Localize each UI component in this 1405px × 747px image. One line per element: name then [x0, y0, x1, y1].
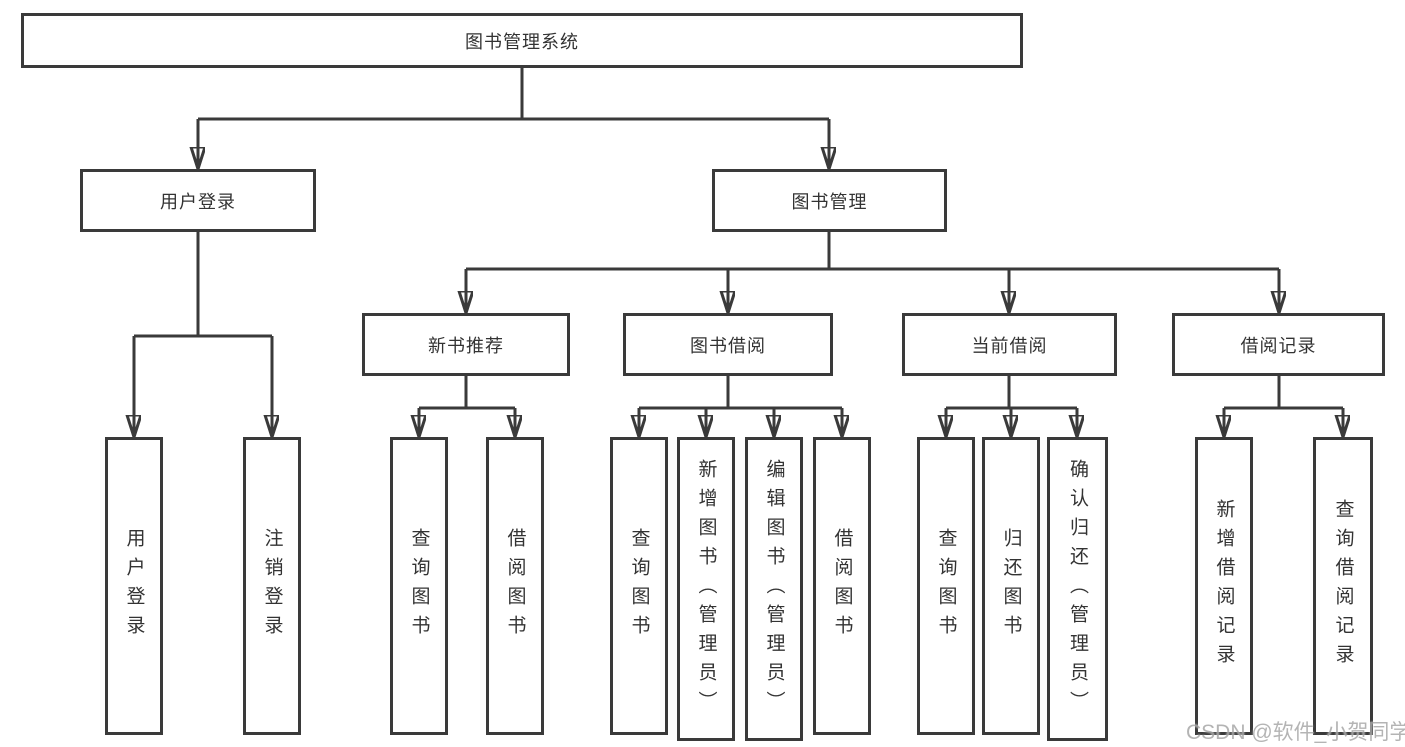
- node-leaf-add-borrow-record: 新增借阅记录: [1195, 437, 1253, 735]
- connector-current-trunk: [946, 376, 1077, 410]
- node-leaf-borrow-books-1-label: 借阅图书: [504, 528, 526, 644]
- node-leaf-logout-label: 注销登录: [261, 528, 283, 644]
- node-leaf-query-books-3: 查询图书: [917, 437, 975, 735]
- node-leaf-edit-books-admin-label: 编辑图书（管理员）: [763, 458, 785, 720]
- node-leaf-query-borrow-record: 查询借阅记录: [1313, 437, 1373, 735]
- node-leaf-query-borrow-record-label: 查询借阅记录: [1332, 499, 1354, 673]
- node-book-management-label: 图书管理: [791, 191, 868, 212]
- node-leaf-query-books-3-label: 查询图书: [935, 528, 957, 644]
- node-book-borrowing: 图书借阅: [623, 313, 833, 376]
- node-leaf-add-books-admin: 新增图书（管理员）: [677, 437, 735, 741]
- node-leaf-add-books-admin-label: 新增图书（管理员）: [695, 458, 717, 720]
- node-new-book-recommend: 新书推荐: [362, 313, 570, 376]
- node-leaf-query-books-1-label: 查询图书: [408, 528, 430, 644]
- node-library-system: 图书管理系统: [21, 13, 1023, 68]
- node-leaf-query-books-2-label: 查询图书: [628, 528, 650, 644]
- node-leaf-user-login-label: 用户登录: [123, 528, 145, 644]
- node-user-login-label: 用户登录: [160, 191, 236, 212]
- node-leaf-return-books: 归还图书: [982, 437, 1040, 735]
- node-book-management: 图书管理: [712, 169, 947, 232]
- node-library-system-label: 图书管理系统: [465, 31, 579, 52]
- node-leaf-return-books-label: 归还图书: [1000, 528, 1022, 644]
- node-new-book-recommend-label: 新书推荐: [428, 335, 504, 356]
- node-borrowing-records: 借阅记录: [1172, 313, 1385, 376]
- connector-bookmgmt-trunk: [466, 232, 1279, 271]
- connector-userlogin-trunk: [134, 232, 272, 338]
- node-leaf-query-books-2: 查询图书: [610, 437, 668, 735]
- node-leaf-query-books-1: 查询图书: [390, 437, 448, 735]
- node-leaf-edit-books-admin: 编辑图书（管理员）: [745, 437, 803, 741]
- node-borrowing-records-label: 借阅记录: [1240, 335, 1317, 356]
- node-leaf-borrow-books-2-label: 借阅图书: [831, 528, 853, 644]
- connector-borrow-trunk: [639, 376, 842, 410]
- node-user-login: 用户登录: [80, 169, 316, 232]
- connector-root-trunk: [198, 68, 829, 121]
- node-leaf-borrow-books-1: 借阅图书: [486, 437, 544, 735]
- node-leaf-add-borrow-record-label: 新增借阅记录: [1213, 499, 1235, 673]
- node-leaf-borrow-books-2: 借阅图书: [813, 437, 871, 735]
- node-current-borrowing-label: 当前借阅: [971, 335, 1048, 356]
- node-leaf-confirm-return-admin-label: 确认归还（管理员）: [1067, 458, 1088, 720]
- connector-newrec-trunk: [419, 376, 515, 410]
- node-leaf-user-login: 用户登录: [105, 437, 163, 735]
- csdn-watermark: CSDN @软件_小贺同学: [1186, 721, 1405, 744]
- node-leaf-confirm-return-admin: 确认归还（管理员）: [1047, 437, 1108, 741]
- node-current-borrowing: 当前借阅: [902, 313, 1117, 376]
- connector-records-trunk: [1224, 376, 1343, 410]
- node-leaf-logout: 注销登录: [243, 437, 301, 735]
- node-book-borrowing-label: 图书借阅: [690, 335, 766, 356]
